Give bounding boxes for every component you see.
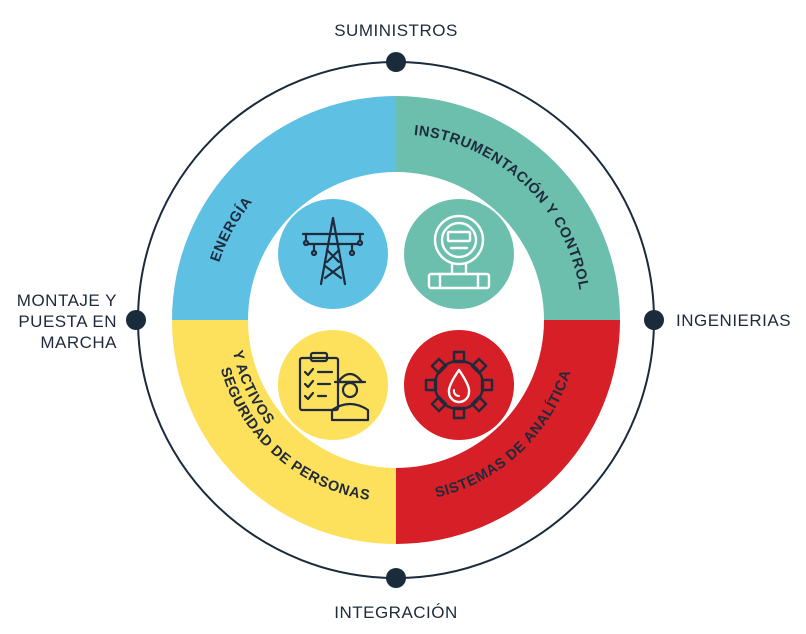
safety-worker-icon <box>278 330 388 440</box>
power-tower-icon <box>278 199 388 309</box>
meter-icon <box>404 199 514 309</box>
node-top <box>386 52 406 72</box>
label-montaje-line2: PUESTA EN <box>18 312 117 331</box>
node-left <box>126 310 146 330</box>
segment-energia <box>172 96 396 320</box>
segment-seguridad <box>172 320 396 544</box>
label-integracion: INTEGRACIÓN <box>334 603 458 622</box>
gear-drop-icon <box>404 330 514 440</box>
label-ingenierias: INGENIERIAS <box>676 311 791 330</box>
node-right <box>644 310 664 330</box>
node-bottom <box>386 568 406 588</box>
segment-analitica <box>396 320 620 544</box>
segment-instrumentacion <box>396 96 620 320</box>
label-montaje-line1: MONTAJE Y <box>17 291 117 310</box>
label-montaje-line3: MARCHA <box>40 333 117 352</box>
label-suministros: SUMINISTROS <box>334 21 458 40</box>
